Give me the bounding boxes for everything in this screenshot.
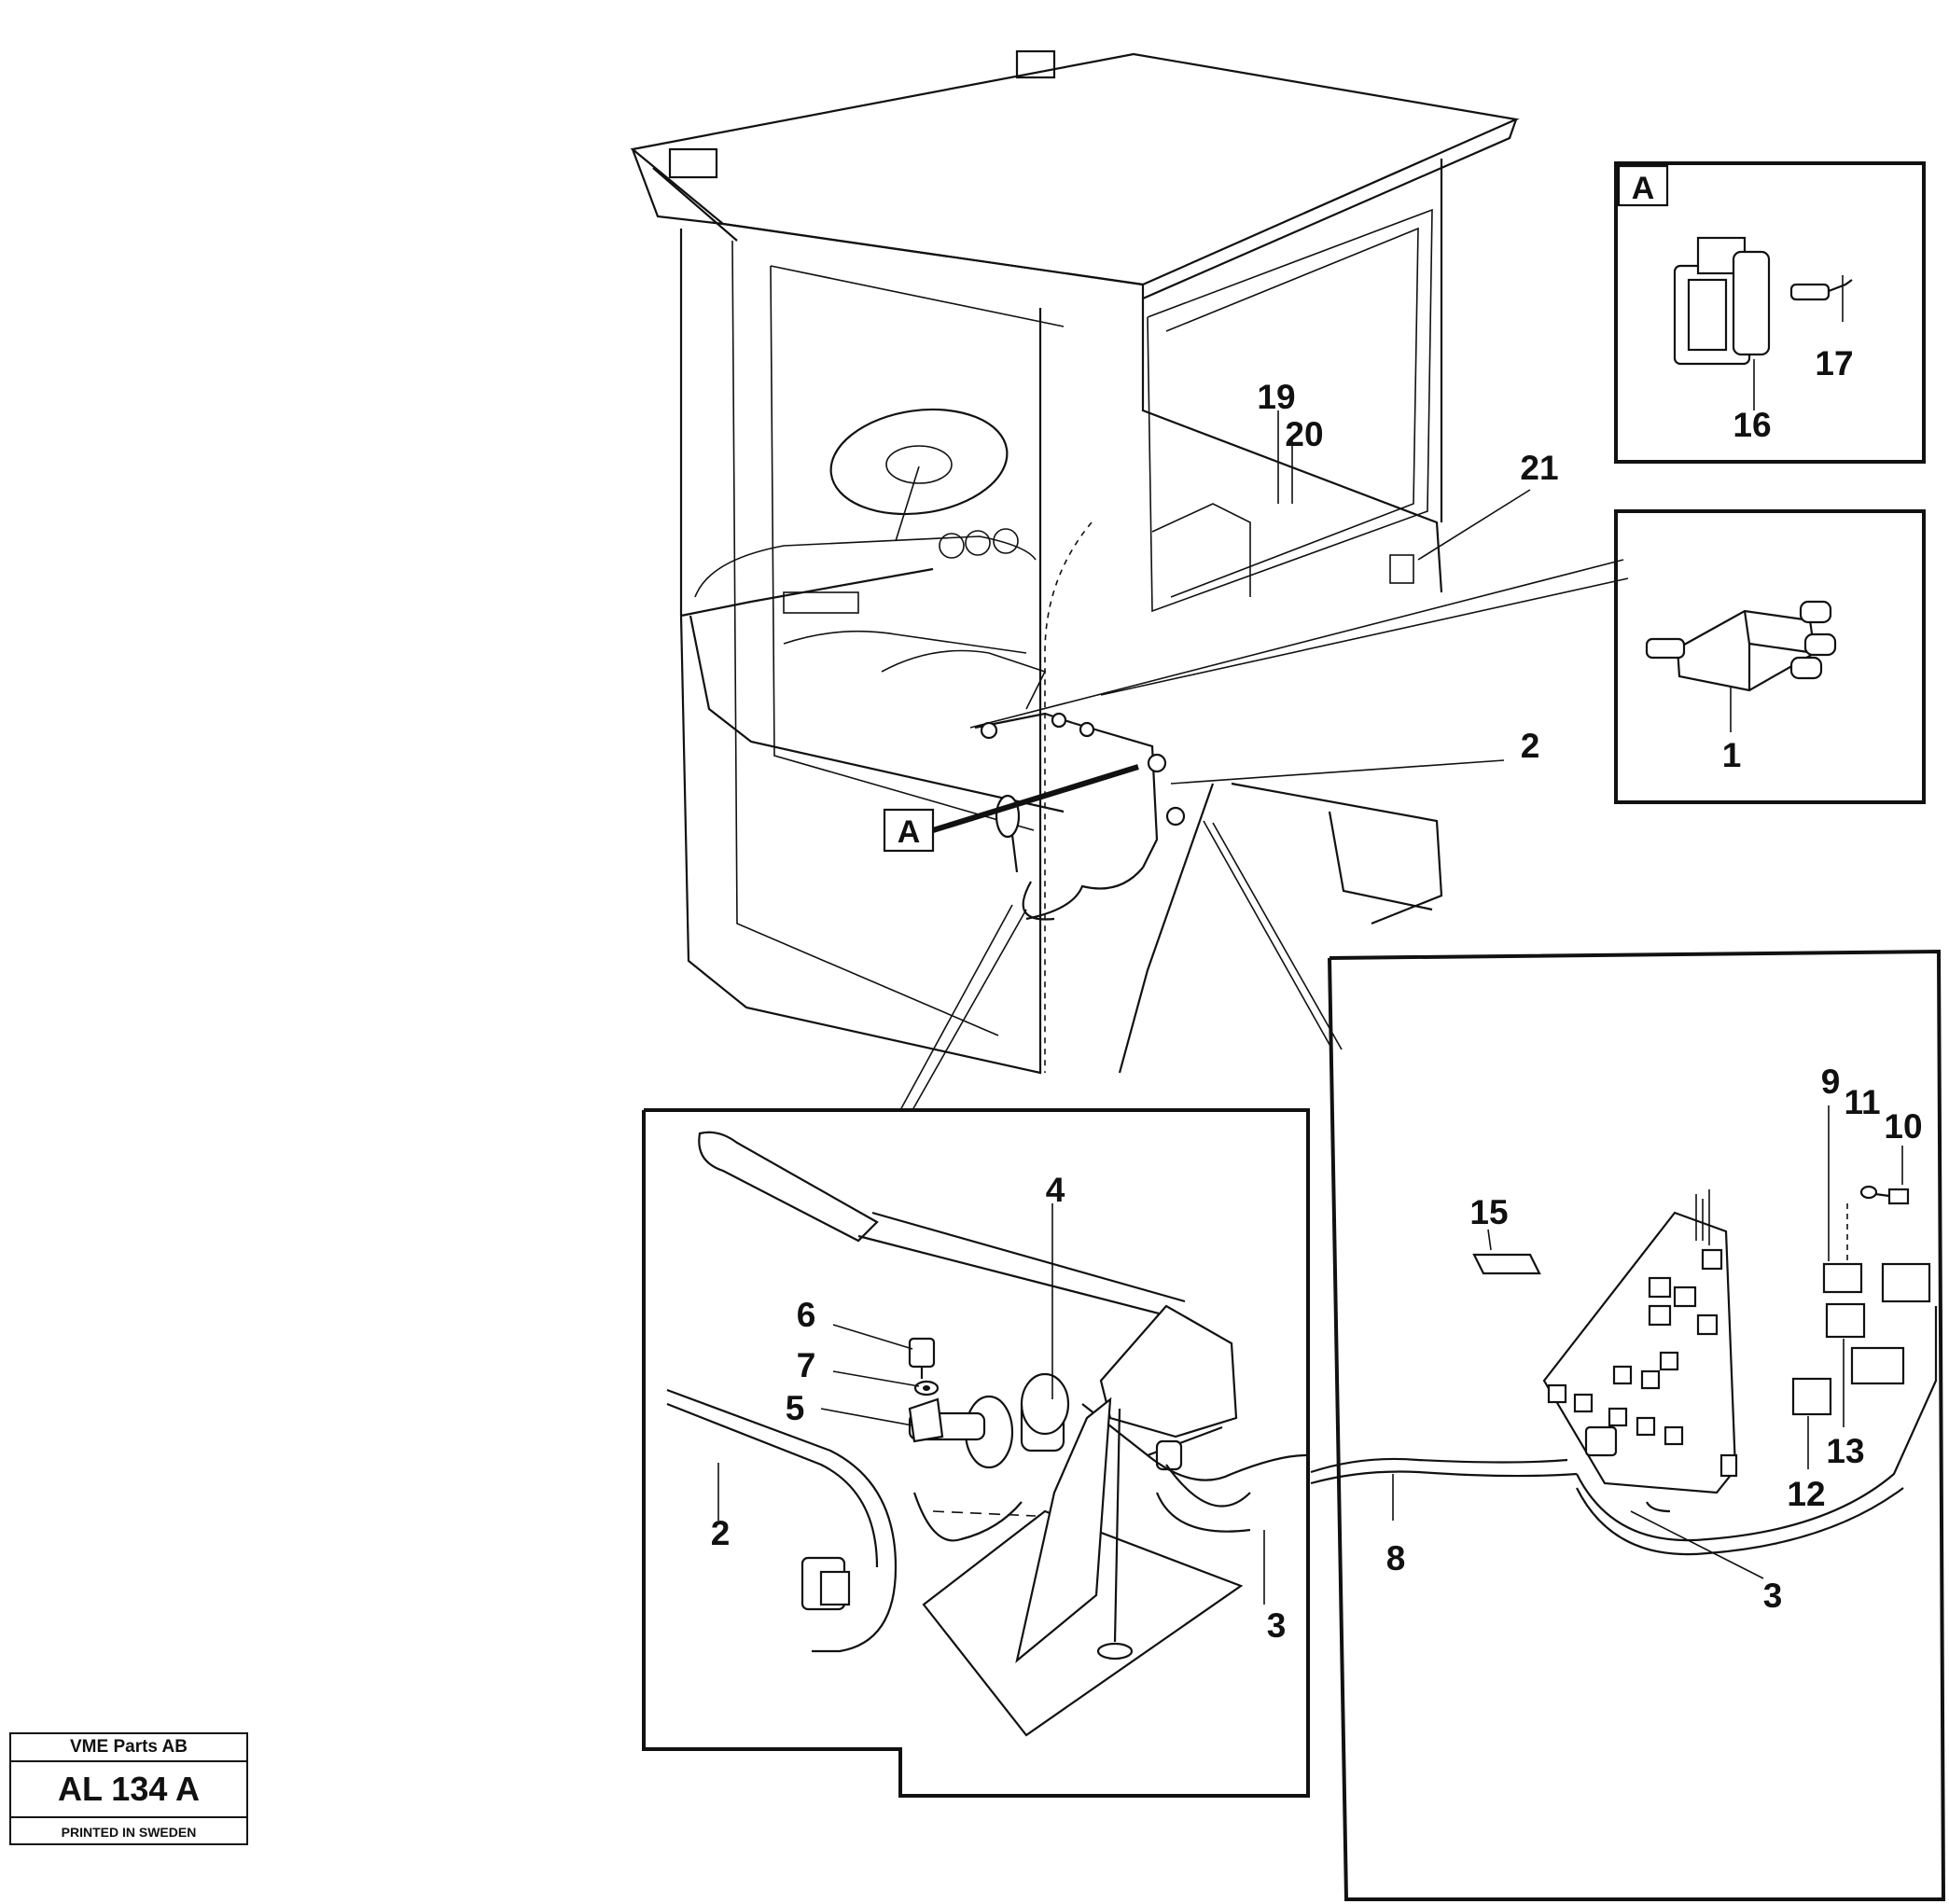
- callout-4: 4: [1046, 1171, 1065, 1209]
- callout-16: 16: [1733, 406, 1771, 444]
- cab-illustration: [630, 49, 1520, 1075]
- callout-19: 19: [1257, 378, 1295, 416]
- callout-9: 9: [1821, 1063, 1841, 1101]
- callout-12: 12: [1787, 1475, 1825, 1513]
- printed-note: PRINTED IN SWEDEN: [61, 1825, 197, 1840]
- callout-15: 15: [1469, 1193, 1508, 1231]
- callout-2-main: 2: [1521, 727, 1540, 765]
- callout-7: 7: [797, 1346, 816, 1384]
- main-leaders: [899, 410, 1629, 1111]
- callout-8: 8: [1386, 1539, 1406, 1577]
- callout-1: 1: [1722, 736, 1742, 774]
- detail-marker-main-letter: A: [898, 814, 921, 850]
- drawing-code: AL 134 A: [11, 1762, 246, 1818]
- callout-11: 11: [1844, 1083, 1880, 1121]
- callout-20: 20: [1285, 415, 1323, 453]
- callout-6: 6: [797, 1296, 816, 1334]
- callout-13: 13: [1826, 1432, 1864, 1470]
- callout-21: 21: [1520, 449, 1558, 487]
- title-block: VME Parts AB AL 134 A PRINTED IN SWEDEN: [9, 1732, 248, 1845]
- callout-3-inset: 3: [1267, 1606, 1287, 1645]
- callout-3-right: 3: [1763, 1577, 1783, 1615]
- callout-2-inset: 2: [711, 1514, 731, 1552]
- inset-electrical-cabinet: [1310, 949, 1946, 1901]
- inset-detail-a: [1614, 161, 1926, 464]
- callout-5: 5: [786, 1389, 805, 1427]
- inset-switch-1: [1614, 509, 1926, 804]
- inset-parking-brake: [642, 1108, 1310, 1798]
- callout-10: 10: [1884, 1107, 1922, 1146]
- detail-marker-inset-letter: A: [1632, 171, 1655, 206]
- detail-marker-main: [883, 808, 935, 853]
- company-name: VME Parts AB: [11, 1734, 246, 1762]
- callout-17: 17: [1815, 344, 1853, 382]
